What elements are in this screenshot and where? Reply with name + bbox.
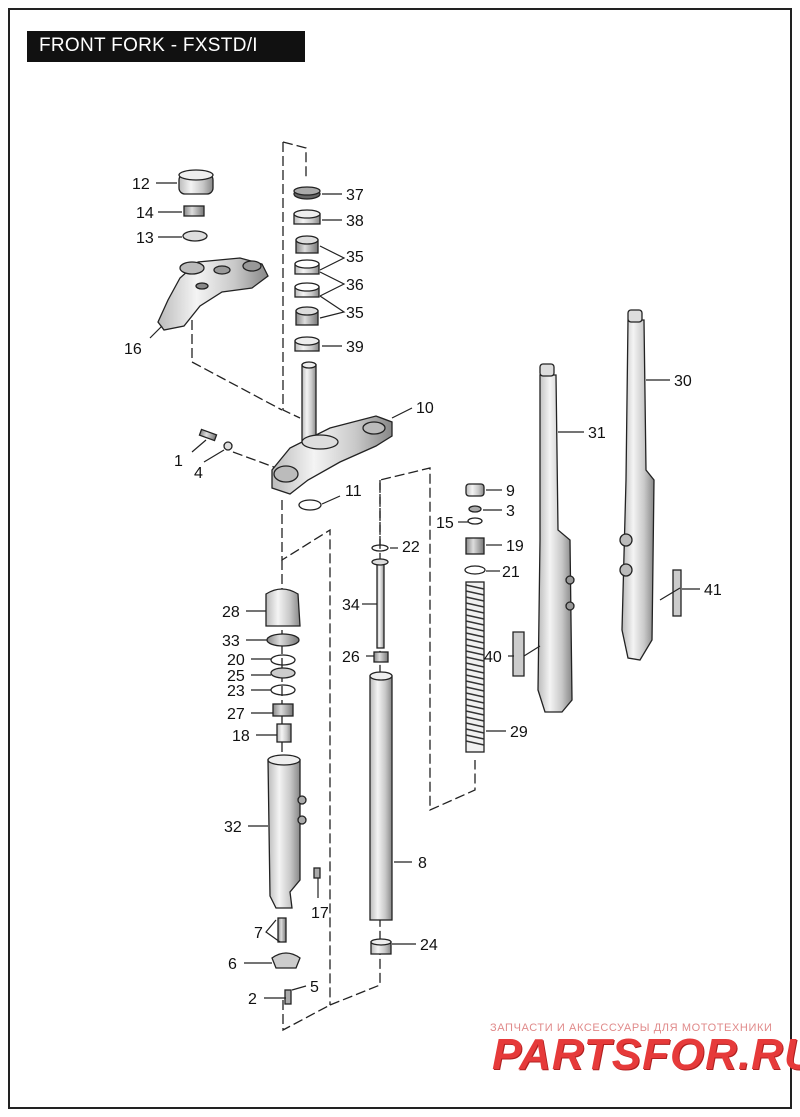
callout-11: 11 — [345, 483, 362, 500]
part-40-plate — [512, 631, 525, 677]
callout-2: 2 — [248, 991, 257, 1008]
part-14-nut — [183, 205, 205, 217]
part-28-boot — [265, 588, 301, 627]
diagram-title: FRONT FORK - FXSTD/I — [39, 35, 258, 56]
part-9-cap — [465, 483, 485, 497]
part-25-seal — [270, 667, 296, 679]
center-tube-assembly — [369, 544, 393, 955]
callout-5: 5 — [310, 979, 319, 996]
part-26-ring — [373, 651, 389, 663]
right-fork-assemblies — [512, 309, 682, 713]
watermark-brand: PARTSFOR.RU — [492, 1030, 800, 1079]
part-21-oring — [464, 565, 486, 575]
callout-26: 26 — [342, 649, 360, 666]
callout-39: 39 — [346, 339, 364, 356]
part-11-ring — [298, 499, 322, 511]
callout-6: 6 — [228, 956, 237, 973]
part-16-upper-bracket — [157, 257, 269, 331]
part-3-oring — [468, 505, 482, 513]
part-22-ring — [371, 544, 389, 552]
callout-4: 4 — [194, 465, 203, 482]
spring-assembly — [464, 483, 486, 753]
callout-34: 34 — [342, 597, 360, 614]
part-34-damper-rod — [376, 559, 385, 649]
callout-14: 14 — [136, 205, 154, 222]
part-2-screw — [284, 989, 292, 1005]
callout-8: 8 — [418, 855, 427, 872]
callout-17: 17 — [311, 905, 329, 922]
callout-16: 16 — [124, 341, 142, 358]
part-7-bolt — [277, 917, 287, 943]
callout-20: 20 — [227, 652, 245, 669]
callout-28: 28 — [222, 604, 240, 621]
callout-37: 37 — [346, 187, 364, 204]
callout-22: 22 — [402, 539, 420, 556]
callout-40: 40 — [484, 649, 502, 666]
callout-labels: 37 38 35 36 35 39 12 14 13 16 10 1 4 11 … — [124, 176, 722, 1008]
part-33-seal — [266, 633, 300, 647]
part-8-fork-tube — [369, 675, 393, 921]
part-19-plug — [465, 537, 485, 555]
callout-13: 13 — [136, 230, 154, 247]
part-27-bushing — [272, 703, 294, 717]
callout-25: 25 — [227, 668, 245, 685]
callout-15: 15 — [436, 515, 454, 532]
callout-3: 3 — [506, 503, 515, 520]
callout-30: 30 — [674, 373, 692, 390]
title-bar: FRONT FORK - FXSTD/I — [27, 31, 305, 62]
part-13-washer — [182, 230, 208, 242]
callout-19: 19 — [506, 538, 524, 555]
callout-29: 29 — [510, 724, 528, 741]
bearing-stack — [293, 186, 321, 352]
left-slider-assembly — [265, 588, 321, 1005]
callout-36: 36 — [346, 277, 364, 294]
upper-bracket-parts — [157, 169, 269, 331]
callout-24: 24 — [420, 937, 438, 954]
watermark-tagline: ЗАПЧАСТИ И АКСЕССУАРЫ ДЛЯ МОТОТЕХНИКИ — [490, 1022, 773, 1034]
callout-31: 31 — [588, 425, 606, 442]
callout-21: 21 — [502, 564, 520, 581]
callout-41: 41 — [704, 582, 722, 599]
part-41-pin — [672, 569, 682, 617]
part-17-screw — [313, 867, 321, 879]
part-31-fork-assembly — [537, 374, 573, 713]
part-10-lower-bracket — [271, 415, 393, 495]
part-1-bolt — [198, 428, 218, 442]
leader-lines — [149, 182, 700, 999]
part-23-washer — [270, 684, 296, 696]
diagram-frame — [8, 8, 792, 1109]
callout-35-b: 35 — [346, 305, 364, 322]
callout-12: 12 — [132, 176, 150, 193]
part-20-clip — [270, 654, 296, 666]
lower-bracket — [198, 361, 393, 511]
part-29-spring — [465, 581, 485, 753]
callout-23: 23 — [227, 683, 245, 700]
callout-27: 27 — [227, 706, 245, 723]
callout-9: 9 — [506, 483, 515, 500]
part-15-washer — [467, 517, 483, 525]
callout-1: 1 — [174, 453, 183, 470]
callout-35: 35 — [346, 249, 364, 266]
part-32-slider — [267, 759, 301, 909]
part-6-axle-clamp — [271, 952, 301, 969]
part-30-fork-assembly — [621, 319, 655, 661]
part-4-washer — [223, 441, 233, 451]
callout-33: 33 — [222, 633, 240, 650]
callout-10: 10 — [416, 400, 434, 417]
callout-7: 7 — [254, 925, 263, 942]
callout-38: 38 — [346, 213, 364, 230]
callout-32: 32 — [224, 819, 242, 836]
part-18-bushing — [276, 723, 292, 743]
callout-18: 18 — [232, 728, 250, 745]
